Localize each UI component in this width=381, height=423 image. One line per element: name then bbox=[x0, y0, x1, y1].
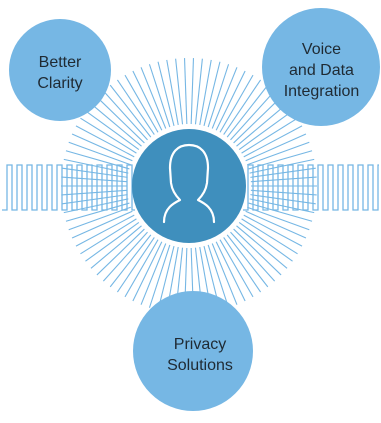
signal-wave-left bbox=[2, 164, 135, 211]
sound-ray bbox=[226, 234, 269, 288]
sound-ray bbox=[85, 110, 140, 151]
bubble-label-privacy-solutions: Privacy Solutions bbox=[167, 336, 233, 374]
sound-ray bbox=[116, 79, 155, 135]
sound-ray bbox=[238, 110, 293, 151]
sound-ray bbox=[203, 61, 221, 126]
sound-ray bbox=[68, 141, 131, 166]
sound-ray bbox=[116, 237, 155, 293]
sound-ray bbox=[75, 214, 135, 247]
sound-ray bbox=[157, 61, 175, 126]
sound-ray bbox=[102, 231, 148, 282]
sound-ray bbox=[96, 96, 145, 144]
sound-ray bbox=[199, 59, 212, 126]
sound-ray bbox=[90, 225, 142, 269]
sound-ray bbox=[102, 90, 148, 141]
sound-ray bbox=[140, 67, 167, 129]
sound-ray bbox=[233, 96, 282, 144]
sound-ray bbox=[166, 59, 179, 126]
sound-ray bbox=[175, 58, 184, 125]
sound-ray bbox=[132, 241, 163, 302]
sound-ray bbox=[80, 218, 137, 255]
sound-ray bbox=[207, 64, 230, 128]
sound-ray bbox=[109, 234, 152, 288]
sound-ray bbox=[132, 70, 163, 131]
sound-ray bbox=[247, 141, 310, 166]
sound-ray bbox=[148, 244, 171, 308]
bubble-label-voice-data-integration: Voice and Data Integration bbox=[283, 40, 360, 100]
sound-ray bbox=[140, 243, 167, 305]
sound-ray bbox=[243, 125, 303, 158]
sound-ray bbox=[233, 228, 282, 276]
sound-ray bbox=[96, 228, 145, 276]
sound-ray bbox=[124, 74, 159, 133]
sound-ray bbox=[62, 167, 128, 178]
sound-ray bbox=[215, 241, 246, 302]
sound-ray bbox=[61, 176, 128, 183]
sound-ray bbox=[71, 133, 133, 162]
sound-ray bbox=[248, 150, 313, 170]
sound-ray bbox=[215, 70, 246, 131]
square-wave bbox=[2, 164, 135, 211]
sound-ray bbox=[250, 176, 317, 183]
sound-ray bbox=[236, 103, 288, 147]
center-circle bbox=[132, 129, 246, 243]
sound-ray bbox=[249, 198, 315, 214]
sound-ray bbox=[85, 221, 140, 262]
sound-ray bbox=[241, 218, 298, 255]
sound-ray bbox=[250, 167, 316, 178]
sound-ray bbox=[71, 210, 133, 239]
sound-ray bbox=[219, 239, 254, 298]
sound-ray bbox=[219, 74, 254, 133]
sound-ray bbox=[247, 206, 310, 231]
sound-ray bbox=[230, 90, 276, 141]
sound-ray bbox=[250, 189, 317, 196]
sound-ray bbox=[109, 84, 152, 138]
sound-ray bbox=[243, 214, 303, 247]
sound-ray bbox=[63, 158, 129, 174]
sound-ray bbox=[65, 202, 130, 222]
sound-ray bbox=[148, 64, 171, 128]
sound-ray bbox=[241, 117, 298, 154]
sound-ray bbox=[194, 58, 203, 125]
sound-ray bbox=[61, 189, 128, 196]
bubble-label-better-clarity: Better Clarity bbox=[37, 54, 83, 92]
sound-ray bbox=[211, 67, 238, 129]
sound-ray bbox=[124, 239, 159, 298]
sound-ray bbox=[90, 103, 142, 147]
sound-ray bbox=[183, 58, 188, 125]
head-silhouette-icon bbox=[162, 143, 216, 224]
sound-ray bbox=[236, 225, 288, 269]
sound-ray bbox=[65, 150, 130, 170]
sound-ray bbox=[245, 210, 307, 239]
sound-ray bbox=[63, 198, 129, 214]
sound-ray bbox=[157, 246, 175, 311]
sound-ray bbox=[211, 243, 238, 305]
sound-ray bbox=[249, 158, 315, 174]
bubble-voice-data-integration bbox=[262, 8, 380, 126]
sound-ray bbox=[80, 117, 137, 154]
sound-ray bbox=[245, 133, 307, 162]
sound-ray bbox=[207, 244, 230, 308]
sound-ray bbox=[250, 194, 316, 205]
sound-ray bbox=[75, 125, 135, 158]
sound-ray bbox=[226, 84, 269, 138]
bubble-privacy-solutions bbox=[133, 291, 253, 411]
sound-ray bbox=[230, 231, 276, 282]
sound-ray bbox=[62, 194, 128, 205]
sound-ray bbox=[223, 79, 262, 135]
sound-ray bbox=[68, 206, 131, 231]
sound-ray bbox=[190, 58, 195, 125]
sound-ray bbox=[248, 202, 313, 222]
bubble-better-clarity bbox=[9, 19, 111, 121]
sound-ray bbox=[223, 237, 262, 293]
sound-ray bbox=[238, 221, 293, 262]
